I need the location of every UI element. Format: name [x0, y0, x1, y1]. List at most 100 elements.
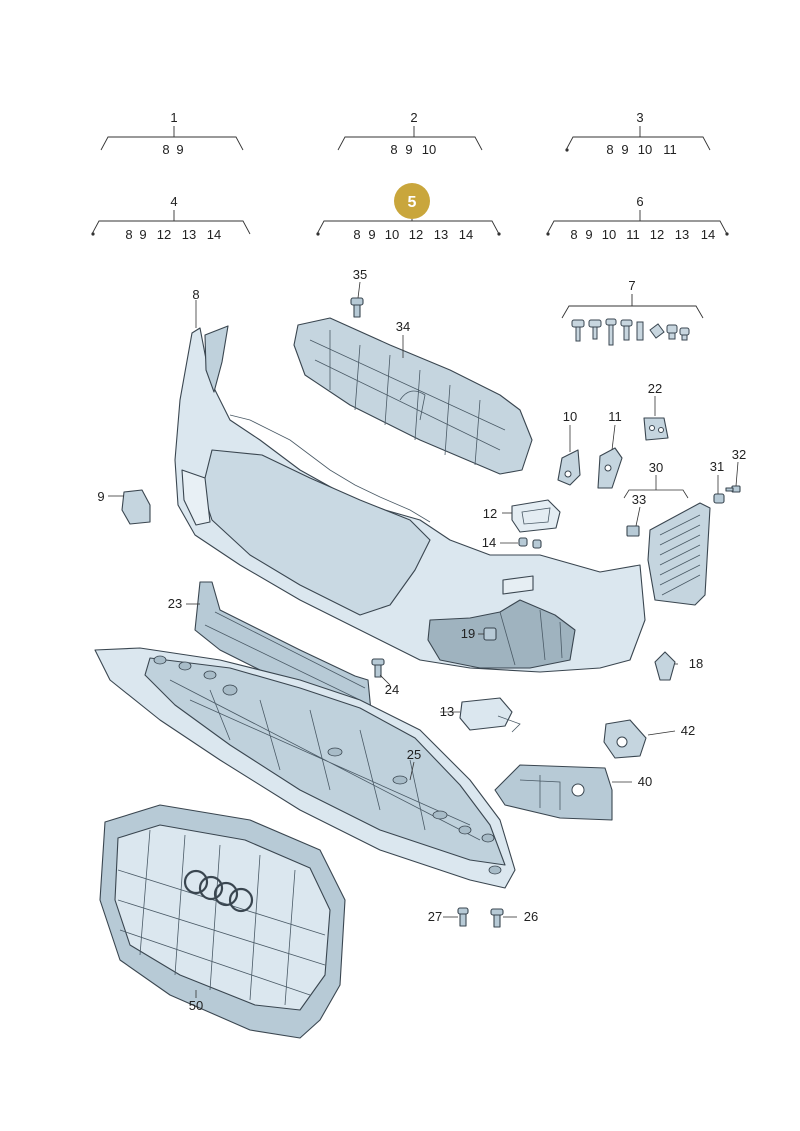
highlight-badge: [394, 183, 430, 219]
callout-18[interactable]: 18: [689, 656, 703, 671]
part-12-cover[interactable]: [511, 499, 561, 533]
group-5-bracket: [316, 219, 500, 235]
audi-rings-logo: [183, 869, 254, 913]
group-3-item: 10: [638, 142, 652, 157]
group-6-item: 12: [650, 227, 664, 242]
part-32-screw[interactable]: [725, 485, 741, 493]
group-7[interactable]: 7: [561, 278, 704, 346]
part-14-clips[interactable]: [518, 537, 542, 549]
group-5-item: 10: [385, 227, 399, 242]
callout-24[interactable]: 24: [385, 682, 399, 697]
callout-31[interactable]: 31: [710, 459, 724, 474]
callout-32[interactable]: 32: [732, 447, 746, 462]
group-6-dot: [546, 232, 550, 236]
group-6-item: 14: [701, 227, 715, 242]
group-4-item: 13: [182, 227, 196, 242]
part-22-clip[interactable]: [643, 417, 669, 441]
group-5-dot: [316, 232, 320, 236]
callout-19[interactable]: 19: [461, 626, 475, 641]
part-10-bracket[interactable]: [557, 449, 581, 486]
group-4-item: 9: [139, 227, 146, 242]
group-5-item: 13: [434, 227, 448, 242]
callout-33[interactable]: 33: [632, 492, 646, 507]
part-24-screw[interactable]: [371, 658, 385, 678]
callout-13[interactable]: 13: [440, 704, 454, 719]
part-50-grille[interactable]: [99, 804, 346, 1039]
callout-8[interactable]: 8: [192, 287, 199, 302]
group-5-dot: [497, 232, 501, 236]
part-26-screw[interactable]: [490, 908, 504, 928]
hardware-kit: [571, 318, 690, 346]
part-25-underbody-panel[interactable]: [94, 647, 516, 889]
callout-12[interactable]: 12: [483, 506, 497, 521]
group-1-item: 8: [162, 142, 169, 157]
group-2-bracket: [337, 126, 483, 151]
group-4-item: 14: [207, 227, 221, 242]
group-6-bracket: [546, 210, 728, 235]
group-5-label: 5: [408, 194, 417, 211]
group-1[interactable]: 1 8 9: [100, 110, 244, 157]
group-5-item: 12: [409, 227, 423, 242]
group-1-label: 1: [170, 110, 177, 125]
part-13-cap[interactable]: [459, 697, 521, 733]
callout-25[interactable]: 25: [407, 747, 421, 762]
callout-leaders: [108, 281, 739, 998]
part-8-bumper-cover[interactable]: [174, 325, 646, 673]
callout-14[interactable]: 14: [482, 535, 496, 550]
callout-35[interactable]: 35: [353, 267, 367, 282]
callout-27[interactable]: 27: [428, 909, 442, 924]
group-2-item: 8: [390, 142, 397, 157]
part-31-nut[interactable]: [713, 493, 725, 504]
group-2[interactable]: 2 8 9 10: [337, 110, 483, 157]
group-4-label: 4: [170, 194, 177, 209]
group-6[interactable]: 6 8 9 10 11 12 13 14: [546, 194, 729, 242]
group-7-label: 7: [628, 278, 635, 293]
group-6-label: 6: [636, 194, 643, 209]
group-6-item: 8: [570, 227, 577, 242]
group-2-label: 2: [410, 110, 417, 125]
callout-22[interactable]: 22: [648, 381, 662, 396]
part-33-clip[interactable]: [626, 525, 640, 537]
group-3[interactable]: 3 8 9 10 11: [565, 110, 711, 157]
callout-9[interactable]: 9: [97, 489, 104, 504]
group-3-bracket: [565, 126, 711, 151]
part-40-fog-cover[interactable]: [494, 764, 613, 821]
callout-50[interactable]: 50: [189, 998, 203, 1013]
group-6-item: 13: [675, 227, 689, 242]
part-18-clip[interactable]: [654, 651, 676, 681]
part-30-side-guide[interactable]: [647, 502, 711, 606]
part-42-bracket[interactable]: [603, 719, 647, 759]
part-11-bracket[interactable]: [597, 447, 623, 489]
group-4[interactable]: 4 8 9 12 13 14: [91, 194, 251, 242]
group-6-item: 11: [626, 227, 640, 242]
group-3-label: 3: [636, 110, 643, 125]
callout-23[interactable]: 23: [168, 596, 182, 611]
group-5[interactable]: 5 8 9 10 12 13 14: [316, 183, 501, 242]
callout-10[interactable]: 10: [563, 409, 577, 424]
group-1-bracket: [100, 126, 244, 151]
group-4-bracket: [91, 210, 251, 235]
callout-11[interactable]: 11: [608, 409, 622, 424]
group-2-item: 10: [422, 142, 436, 157]
part-27-screw[interactable]: [457, 907, 469, 927]
callout-30[interactable]: 30: [649, 460, 663, 475]
group-3-item: 11: [663, 142, 677, 157]
part-9-sensor-holder[interactable]: [121, 489, 151, 525]
group-4-dot: [91, 232, 95, 236]
group-4-item: 8: [125, 227, 132, 242]
group-7-bracket: [561, 294, 704, 319]
group-3-item: 8: [606, 142, 613, 157]
callout-40[interactable]: 40: [638, 774, 652, 789]
group-4-item: 12: [157, 227, 171, 242]
callout-26[interactable]: 26: [524, 909, 538, 924]
part-35-screw[interactable]: [350, 297, 364, 318]
part-34-upper-bracket[interactable]: [293, 317, 533, 475]
callout-42[interactable]: 42: [681, 723, 695, 738]
group-5-item: 14: [459, 227, 473, 242]
group-5-item: 8: [353, 227, 360, 242]
callout-numbers: 8 9 10 11 12 13 14 18 19 22 23 24 25 26 …: [97, 267, 746, 1013]
callout-34[interactable]: 34: [396, 319, 410, 334]
group-3-item: 9: [621, 142, 628, 157]
part-19-sensor[interactable]: [483, 627, 497, 641]
